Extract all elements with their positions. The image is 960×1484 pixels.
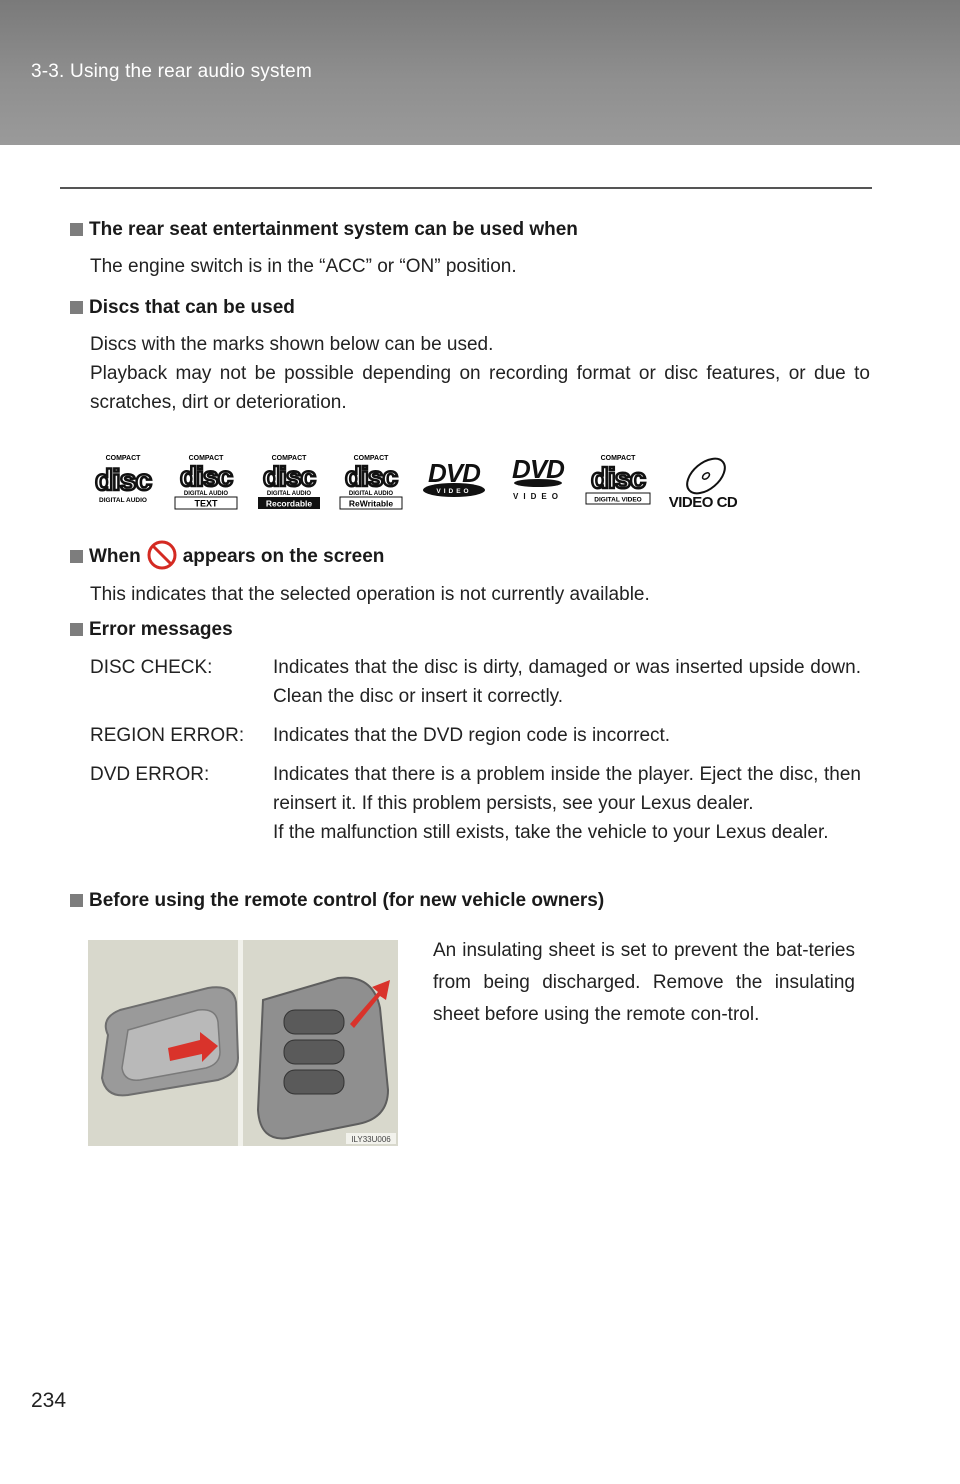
svg-text:COMPACT: COMPACT: [601, 455, 637, 462]
prohibited-icon: [147, 540, 177, 570]
svg-text:TEXT: TEXT: [194, 499, 218, 509]
svg-text:Recordable: Recordable: [266, 499, 313, 509]
cd-text-logo: COMPACT disc DIGITAL AUDIO TEXT: [173, 452, 239, 510]
svg-text:VIDEO: VIDEO: [436, 488, 471, 495]
svg-text:DIGITAL VIDEO: DIGITAL VIDEO: [594, 497, 641, 504]
section-text: The engine switch is in the “ACC” or “ON…: [90, 256, 517, 277]
bullet-square-icon: [70, 894, 83, 907]
page-header: 3-3. Using the rear audio system: [0, 0, 960, 145]
section-heading: Discs that can be used: [70, 296, 870, 320]
svg-text:disc: disc: [95, 464, 151, 497]
bullet-square-icon: [70, 301, 83, 314]
error-description: Indicates that the disc is dirty, damage…: [273, 657, 861, 707]
error-description: Indicates that the DVD region code is in…: [273, 725, 671, 746]
cd-recordable-logo: COMPACT disc DIGITAL AUDIO Recordable: [256, 452, 322, 510]
svg-text:ReWritable: ReWritable: [349, 499, 394, 509]
remote-instructions: An insulating sheet is set to prevent th…: [433, 940, 855, 1025]
svg-text:VIDEO CD: VIDEO CD: [669, 494, 738, 510]
remote-control-illustration: ILY33U006: [88, 940, 398, 1146]
page-number: 234: [31, 1389, 67, 1412]
bullet-square-icon: [70, 623, 83, 636]
section-heading: The rear seat entertainment system can b…: [70, 218, 870, 242]
svg-text:disc: disc: [180, 461, 232, 492]
svg-text:disc: disc: [591, 463, 646, 495]
section-discs: Discs that can be used Discs with the ma…: [70, 296, 870, 417]
error-code: DISC CHECK:: [90, 657, 213, 678]
section-heading: Error messages: [70, 618, 870, 642]
svg-text:disc: disc: [345, 461, 397, 492]
svg-text:disc: disc: [263, 461, 315, 492]
dvd-video-logo: DVD VIDEO: [420, 452, 488, 510]
bullet-square-icon: [70, 550, 83, 563]
cd-digital-audio-logo: COMPACT disc DIGITAL AUDIO: [90, 452, 156, 510]
svg-text:DIGITAL AUDIO: DIGITAL AUDIO: [349, 491, 394, 497]
svg-text:COMPACT: COMPACT: [189, 455, 225, 462]
error-code: REGION ERROR:: [90, 725, 245, 746]
cd-digital-video-logo: COMPACT disc DIGITAL VIDEO: [584, 452, 652, 510]
section-text: This indicates that the selected operati…: [90, 584, 650, 605]
video-cd-logo: VIDEO CD: [668, 452, 738, 510]
svg-text:DVD: DVD: [428, 458, 481, 488]
disc-logos: COMPACT disc DIGITAL AUDIO COMPACT disc …: [90, 452, 740, 510]
svg-text:DIGITAL AUDIO: DIGITAL AUDIO: [99, 497, 147, 504]
section-errors: Error messages: [70, 618, 870, 642]
error-description: Indicates that there is a problem inside…: [273, 764, 861, 843]
section-usable-when: The rear seat entertainment system can b…: [70, 218, 870, 281]
header-rule: [60, 187, 872, 189]
image-code: ILY33U006: [351, 1135, 391, 1144]
svg-text:COMPACT: COMPACT: [272, 455, 308, 462]
section-text: Discs with the marks shown below can be …: [90, 334, 870, 413]
svg-text:VIDEO: VIDEO: [513, 492, 563, 501]
bullet-square-icon: [70, 223, 83, 236]
section-heading: Before using the remote control (for new…: [70, 889, 870, 913]
svg-text:DVD: DVD: [512, 454, 565, 484]
section-remote: Before using the remote control (for new…: [70, 889, 870, 913]
svg-text:DIGITAL AUDIO: DIGITAL AUDIO: [184, 491, 229, 497]
svg-text:COMPACT: COMPACT: [354, 455, 390, 462]
svg-text:DIGITAL AUDIO: DIGITAL AUDIO: [267, 491, 312, 497]
svg-text:COMPACT: COMPACT: [106, 455, 142, 462]
cd-rewritable-logo: COMPACT disc DIGITAL AUDIO ReWritable: [338, 452, 404, 510]
section-title: 3-3. Using the rear audio system: [31, 61, 312, 82]
dvd-video-logo-2: DVD VIDEO: [504, 452, 572, 510]
error-code: DVD ERROR:: [90, 764, 210, 785]
